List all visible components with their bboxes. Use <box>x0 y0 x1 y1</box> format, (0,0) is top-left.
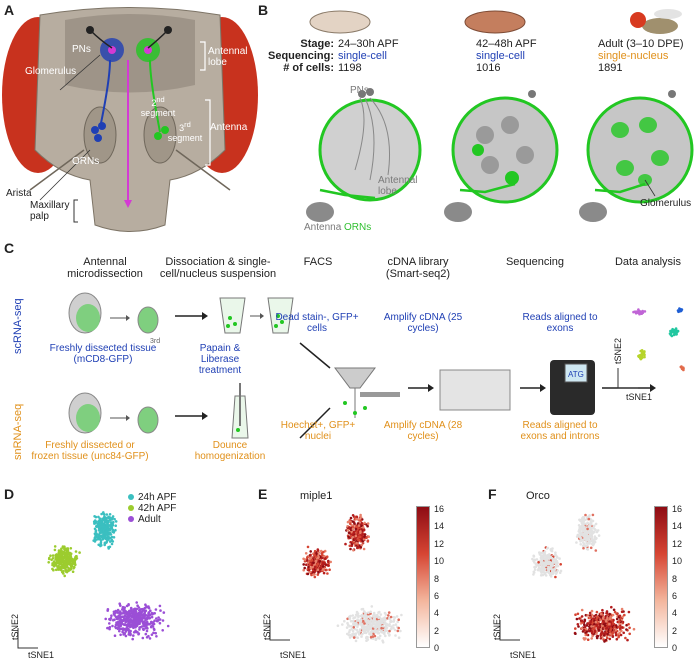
mini-tsne1: tSNE1 <box>626 392 653 402</box>
panel-label-d: D <box>4 486 15 502</box>
cluster-f-left <box>531 546 563 579</box>
label-maxillary-palp: Maxillary palp <box>30 200 70 222</box>
pupa-24h-icon <box>309 10 371 34</box>
text-dounce: Dounce homogenization <box>194 440 266 462</box>
step-cdna: cDNA library (Smart-seq2) <box>385 256 451 280</box>
tsne-axes <box>499 620 520 641</box>
stage-column-2: 42–48h APF single-cell 1016 <box>476 38 537 74</box>
well-plate-icon <box>439 369 511 411</box>
tubes-icon <box>219 297 294 334</box>
mini-cluster-2 <box>676 307 684 314</box>
mini-tsne2: tSNE2 <box>613 337 623 364</box>
legend-d: 24h APF 42h APF Adult <box>128 492 176 525</box>
tsne-plot-d <box>17 511 170 649</box>
label-orns-b: ORNs <box>344 222 372 233</box>
lobe-stage-3 <box>579 90 694 222</box>
label-glomerulus-b: Glomerulus <box>640 198 692 209</box>
step-microdissection: Antennal microdissection <box>67 256 143 280</box>
label-snrna-seq: snRNA-seq <box>12 403 24 460</box>
panel-label-c: C <box>4 240 15 256</box>
step-facs: FACS <box>303 256 333 268</box>
text-amp25: Amplify cDNA (25 cycles) <box>383 312 463 334</box>
cluster-adult <box>104 601 170 641</box>
antennal-lobe-diagrams <box>306 88 694 222</box>
step-data-analysis: Data analysis <box>614 256 682 268</box>
facs-sorter-icon <box>334 367 400 418</box>
mini-cluster-4 <box>637 349 646 361</box>
tsne-axes <box>617 368 638 389</box>
cluster-42h <box>47 545 81 578</box>
label-antenna-b: Antenna <box>304 222 342 233</box>
text-fresh-orange: Freshly dissected or frozen tissue (unc8… <box>31 440 149 462</box>
mini-cluster-3 <box>668 327 680 338</box>
tsne1-f: tSNE1 <box>510 650 537 660</box>
label-pns-b: PNs <box>350 85 369 96</box>
colorbar-f <box>654 506 668 648</box>
tsne2-f: tSNE2 <box>492 613 502 640</box>
cluster-24h <box>92 511 118 550</box>
text-reads-introns: Reads aligned to exons and introns <box>520 420 600 442</box>
pipeline-diagram: 3rd ATG <box>68 292 656 439</box>
label-antenna-a: Antenna <box>210 122 248 133</box>
text-reads-exons: Reads aligned to exons <box>522 312 598 334</box>
tsne2-d: tSNE2 <box>10 613 20 640</box>
stage-icons <box>309 9 682 34</box>
tsne1-d: tSNE1 <box>28 650 55 660</box>
label-scrna-seq: scRNA-seq <box>12 298 24 354</box>
row-labels: Stage: Sequencing: # of cells: <box>267 38 334 74</box>
cluster-e-bottom <box>336 605 403 644</box>
title-e: miple1 <box>300 490 333 502</box>
tsne-plot-e <box>269 513 403 644</box>
text-fresh-blue: Freshly dissected tissue (mCD8-GFP) <box>49 343 157 365</box>
label-antennal-lobe-b: Antennal lobe <box>378 175 418 197</box>
label-antennal-lobe-a: Antennal lobe <box>208 46 248 68</box>
dounce-homogenizer-icon <box>231 383 249 439</box>
label-glomerulus-a: Glomerulus <box>25 66 77 77</box>
title-f: Orco <box>526 490 550 502</box>
tsne2-e: tSNE2 <box>262 613 272 640</box>
svg-text:3rd: 3rd <box>150 338 160 345</box>
panel-label-a: A <box>4 2 15 18</box>
label-pns-a: PNs <box>72 44 91 55</box>
lobe-stage-2 <box>444 90 559 222</box>
colorbar-e <box>416 506 430 648</box>
cluster-e-top <box>344 513 370 552</box>
antenna-dissection-sn <box>68 392 159 434</box>
cluster-f-top <box>575 513 601 552</box>
step-dissociation: Dissociation & single-cell/nucleus suspe… <box>159 256 277 280</box>
text-hoechst: Hoechst+, GFP+ nuclei <box>280 420 356 442</box>
lobe-stage-1 <box>306 88 422 222</box>
svg-text:ATG: ATG <box>568 370 584 379</box>
panel-label-f: F <box>488 486 497 502</box>
tsne-axes <box>17 628 38 649</box>
text-amp28: Amplify cDNA (28 cycles) <box>383 420 463 442</box>
panel-label-e: E <box>258 486 268 502</box>
cluster-f-bottom <box>573 605 636 643</box>
cluster-e-left <box>302 545 332 579</box>
mini-tsne-plot <box>617 307 685 389</box>
step-sequencing: Sequencing <box>505 256 565 268</box>
mini-cluster-1 <box>632 308 647 316</box>
pupa-42h-icon <box>464 10 526 34</box>
label-orns-a: ORNs <box>72 156 100 167</box>
stage-column-3: Adult (3–10 DPE) single-nucleus 1891 <box>598 38 684 74</box>
fly-head-illustration <box>2 7 258 232</box>
text-papain: Papain & Liberase treatment <box>198 343 242 376</box>
tsne1-e: tSNE1 <box>280 650 307 660</box>
stage-column-1: 24–30h APF single-cell 1198 <box>338 38 399 74</box>
tsne-axes <box>269 620 290 641</box>
antenna-dissection-sc <box>68 292 159 334</box>
label-arista-a: Arista <box>6 188 32 199</box>
text-dead-stain: Dead stain-, GFP+ cells <box>275 312 359 334</box>
mini-cluster-5 <box>679 365 685 372</box>
panel-label-b: B <box>258 2 269 18</box>
tsne-plot-f <box>499 513 636 643</box>
adult-fly-icon <box>630 9 682 34</box>
